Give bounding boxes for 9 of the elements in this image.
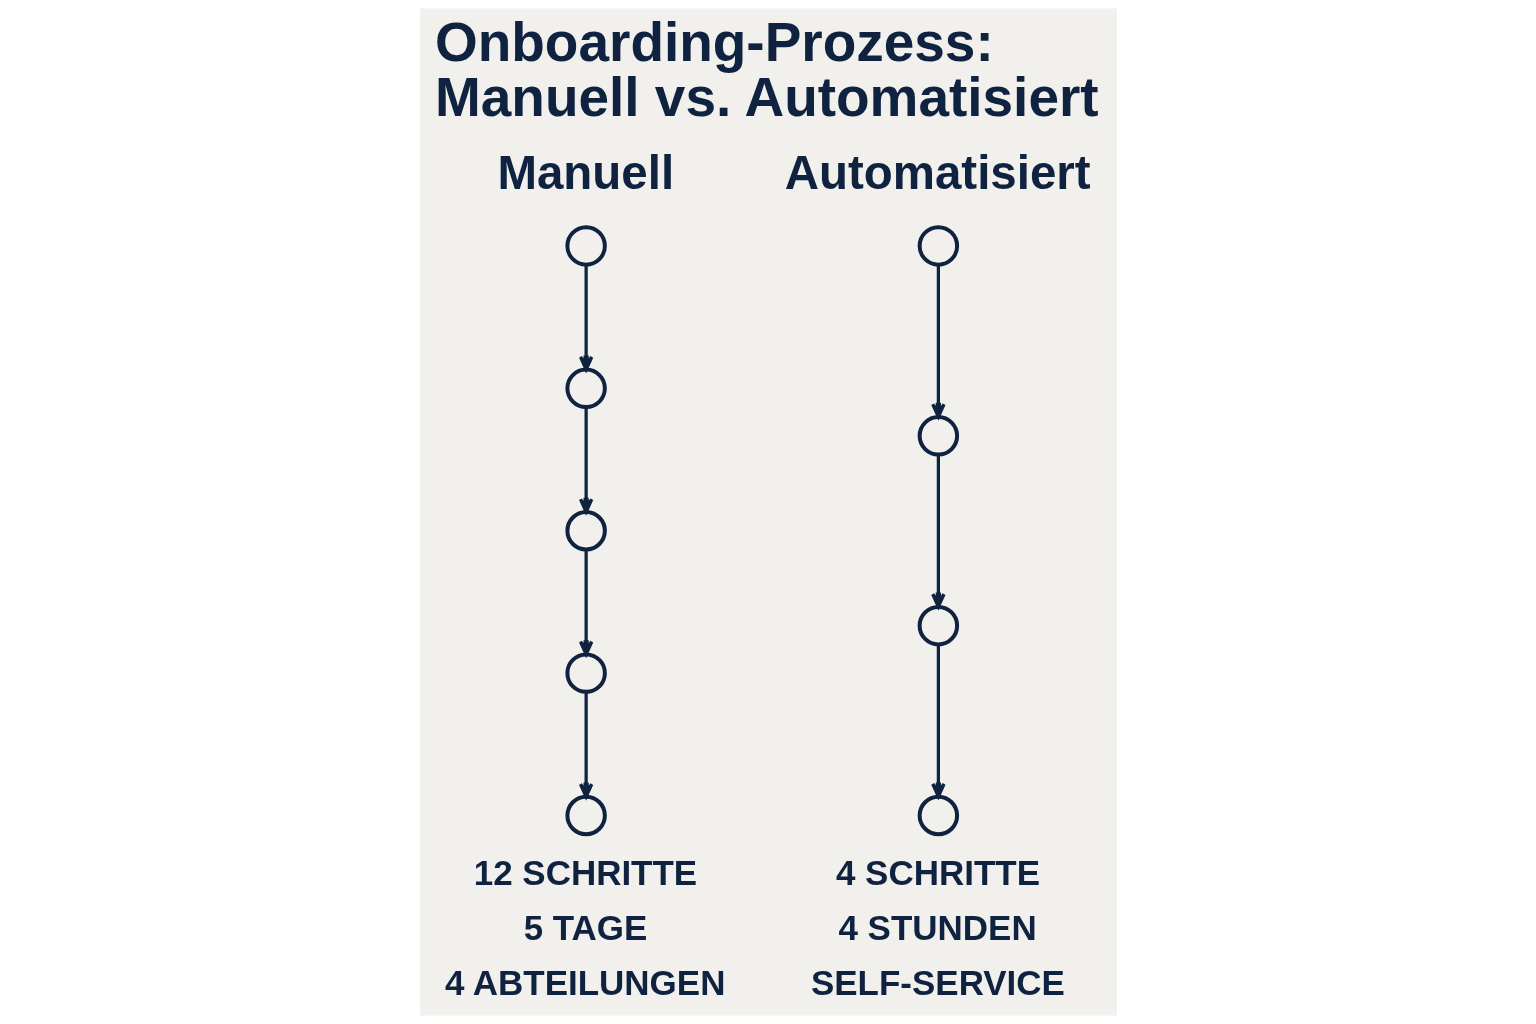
label: 4 SCHRITTE: [835, 853, 1040, 893]
label: 4 ABTEILUNGEN: [444, 963, 725, 1003]
label: Manuell: [496, 145, 674, 199]
label: 5 TAGE: [523, 908, 647, 948]
label: 12 SCHRITTE: [473, 853, 697, 893]
label: 4 STUNDEN: [837, 908, 1037, 948]
diagram-title: Onboarding-Prozess: Manuell vs. Automatisiert: [434, 11, 1099, 129]
label: SELF-SERVICE: [810, 963, 1065, 1003]
label: Automatisiert: [784, 145, 1091, 199]
